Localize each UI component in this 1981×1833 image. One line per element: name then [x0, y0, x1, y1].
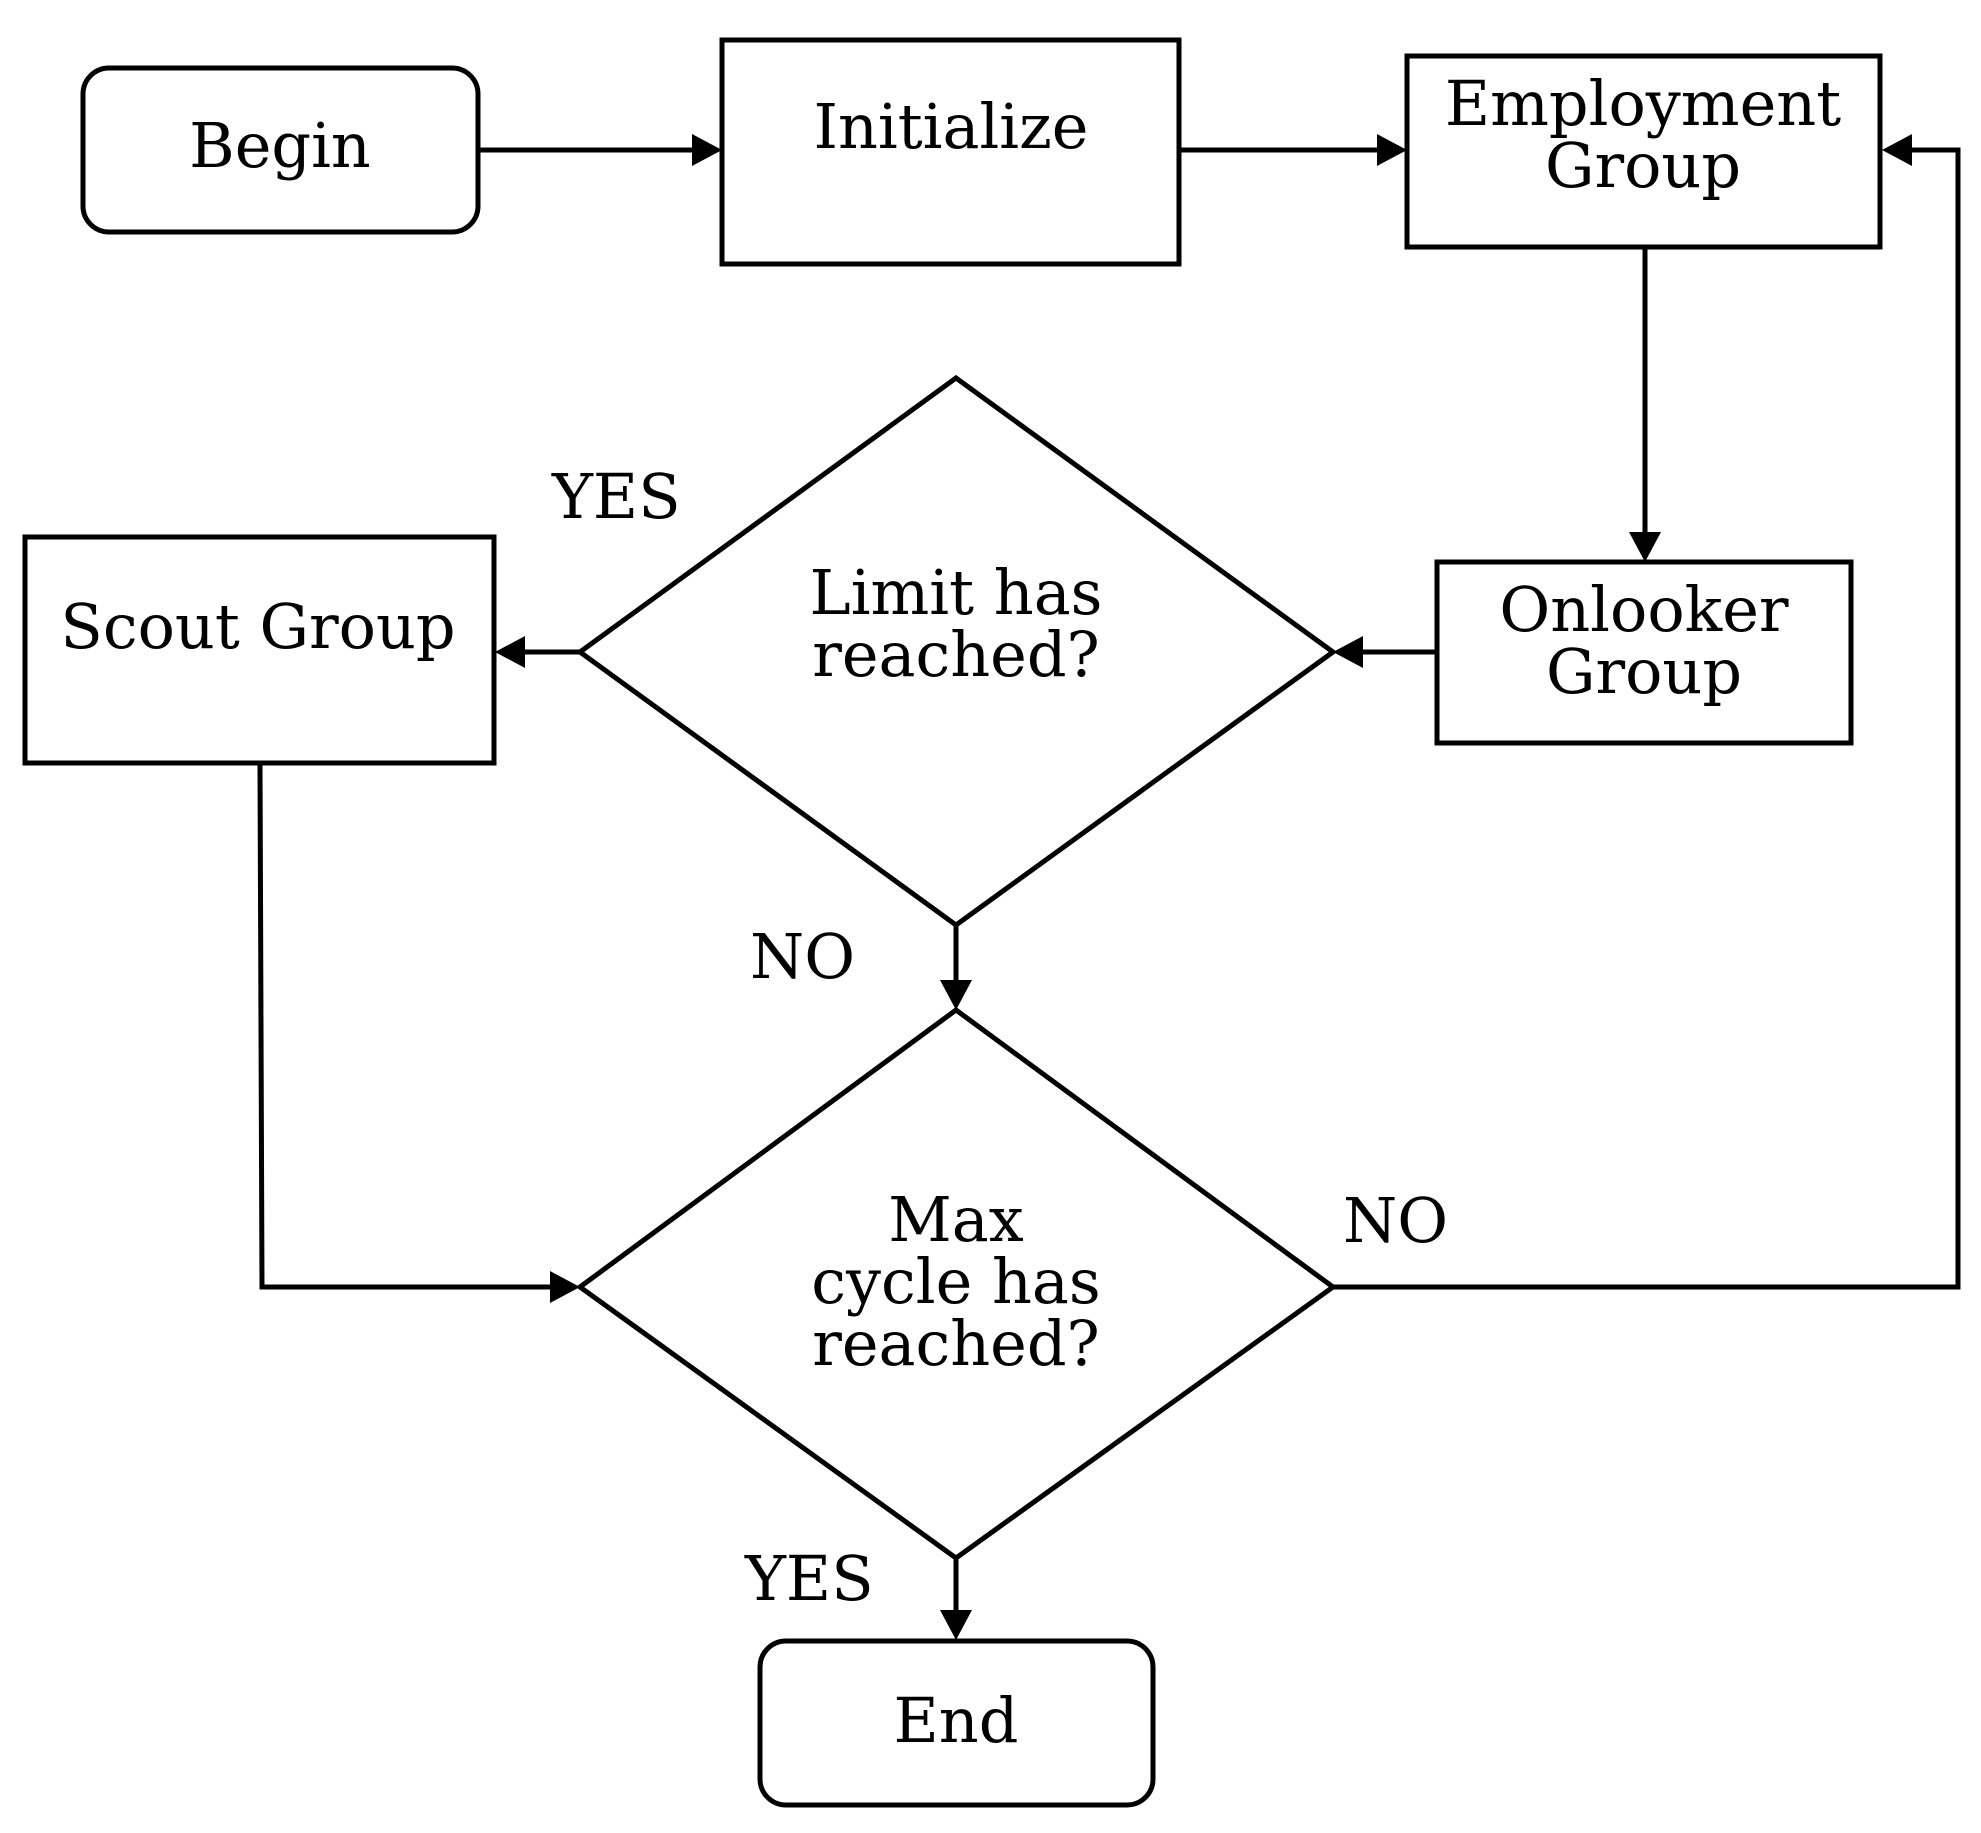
- end-terminator: [757, 1638, 1156, 1808]
- onlooker-group-label-line2: Group: [1546, 635, 1742, 708]
- employment-group-label-line1: Employment: [1445, 67, 1841, 140]
- onlooker-group-node: Onlooker Group: [1434, 559, 1854, 746]
- onlooker-group-box: [1434, 559, 1854, 746]
- limit-decision-diamond: [575, 374, 1338, 929]
- limit-no-label: NO: [750, 920, 855, 993]
- scout-group-box: [22, 534, 497, 766]
- arrowhead-employment-loop: [1882, 134, 1912, 166]
- employment-group-node: Employment Group: [1404, 53, 1883, 250]
- maxcycle-decision-node: Max cycle has reached?: [575, 1006, 1338, 1562]
- onlooker-group-label-line1: Onlooker: [1499, 573, 1789, 646]
- limit-decision-label-line1: Limit has: [810, 556, 1103, 629]
- maxcycle-no-label: NO: [1343, 1184, 1448, 1257]
- maxcycle-no-loop-connector: [1333, 147, 1961, 1290]
- scout-group-label: Scout Group: [60, 590, 455, 663]
- employment-group-label-line2: Group: [1545, 129, 1741, 202]
- scout-group-node: Scout Group: [22, 534, 497, 766]
- arrowhead-employment: [1377, 134, 1407, 166]
- limit-yes-label: YES: [551, 460, 681, 533]
- maxcycle-decision-label-line2: cycle has: [811, 1245, 1100, 1318]
- begin-node: Begin: [80, 65, 481, 235]
- employment-group-box: [1404, 53, 1883, 250]
- end-node: End: [757, 1638, 1156, 1808]
- arrowhead-onlooker: [1629, 532, 1661, 562]
- initialize-label: Initialize: [814, 90, 1089, 163]
- end-label: End: [894, 1684, 1019, 1757]
- maxcycle-decision-label-line3: reached?: [812, 1307, 1100, 1380]
- begin-label: Begin: [189, 109, 371, 182]
- arrowhead-maxcycle-top: [940, 980, 972, 1010]
- maxcycle-yes-label: YES: [744, 1542, 874, 1615]
- arrowhead-maxcycle-left: [550, 1271, 580, 1303]
- scout-to-maxcycle-connector: [257, 764, 552, 1290]
- arrowhead-end: [940, 1610, 972, 1640]
- edge-labels: YES NO NO YES: [551, 460, 1448, 1615]
- maxcycle-decision-label-line1: Max: [888, 1183, 1023, 1256]
- arrowhead-limit-right: [1333, 636, 1363, 668]
- arrowhead-scout: [495, 636, 525, 668]
- maxcycle-decision-diamond: [575, 1006, 1338, 1562]
- initialize-box: [719, 37, 1182, 267]
- begin-terminator: [80, 65, 481, 235]
- connectors: [257, 134, 1961, 1640]
- arrowhead-initialize: [692, 134, 722, 166]
- limit-decision-node: Limit has reached?: [575, 374, 1338, 929]
- limit-decision-label-line2: reached?: [812, 618, 1100, 691]
- initialize-node: Initialize: [719, 37, 1182, 267]
